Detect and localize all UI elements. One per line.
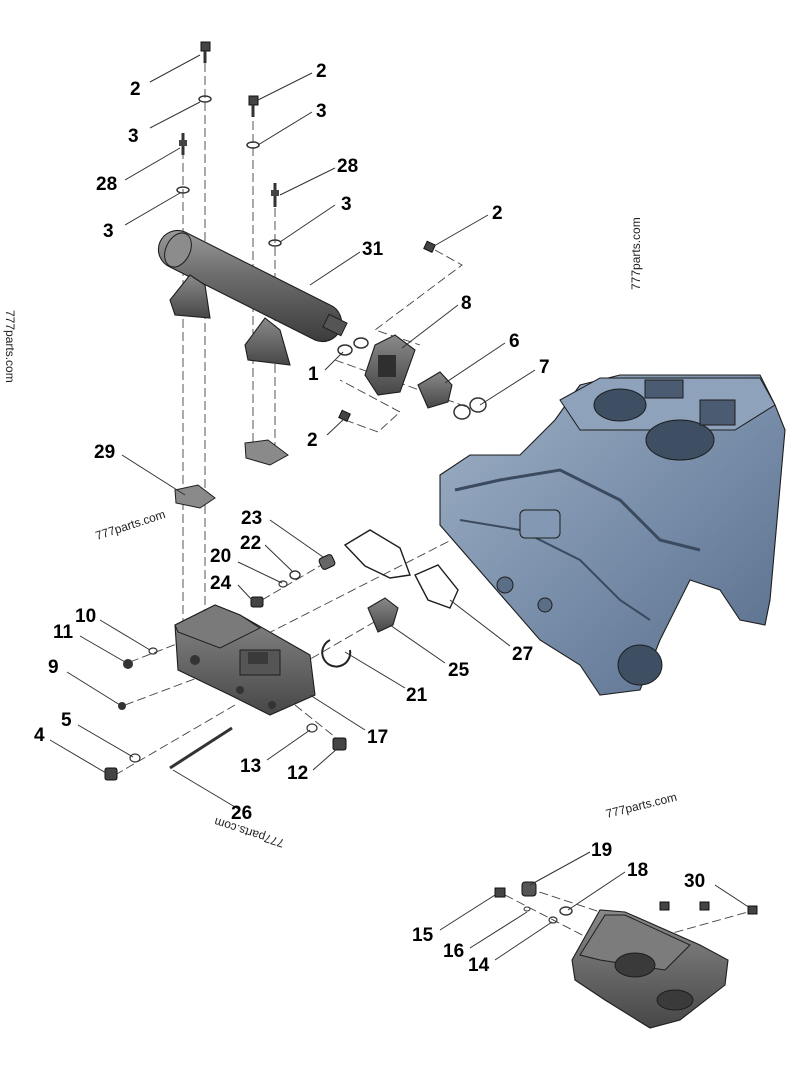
leader-lines — [49, 54, 751, 961]
label-part-25: 25 — [448, 660, 470, 681]
label-part-18: 18 — [627, 860, 648, 881]
gaskets-and-flanges — [174, 334, 487, 609]
watermark-text: 777parts.com — [629, 217, 643, 290]
label-part-13: 13 — [240, 756, 261, 777]
label-part-19: 19 — [591, 840, 612, 861]
label-part-8: 8 — [461, 293, 472, 314]
bolts-and-washers-top — [176, 41, 436, 422]
label-part-21: 21 — [406, 685, 428, 706]
label-part-5: 5 — [61, 710, 72, 731]
label-part-16: 16 — [443, 941, 464, 962]
label-part-9: 9 — [48, 657, 59, 678]
label-part-28: 28 — [337, 156, 358, 177]
watermark-text: 777parts.com — [94, 507, 167, 543]
label-part-3: 3 — [341, 194, 352, 215]
label-part-6: 6 — [509, 331, 520, 352]
label-part-17: 17 — [367, 727, 388, 748]
label-part-2: 2 — [492, 203, 503, 224]
label-part-10: 10 — [75, 606, 96, 627]
label-part-12: 12 — [287, 763, 308, 784]
label-part-3: 3 — [316, 101, 327, 122]
label-part-28: 28 — [96, 174, 117, 195]
watermark-text: 777parts.com — [3, 310, 17, 383]
label-part-3: 3 — [128, 126, 139, 147]
label-part-7: 7 — [539, 357, 550, 378]
label-part-27: 27 — [512, 644, 533, 665]
label-part-30: 30 — [684, 871, 705, 892]
bottom-housing-group — [494, 881, 758, 1029]
label-part-4: 4 — [34, 725, 45, 746]
part-number-labels: 2 3 28 3 2 3 28 3 2 31 8 1 6 7 2 29 23 2… — [34, 61, 705, 976]
label-part-1: 1 — [308, 364, 319, 385]
watermark-text: 777parts.com — [604, 790, 678, 821]
label-part-26: 26 — [231, 803, 252, 824]
label-part-11: 11 — [53, 622, 74, 643]
label-part-31: 31 — [362, 239, 384, 260]
label-part-22: 22 — [240, 533, 261, 554]
engine-block — [439, 374, 786, 696]
small-parts-middle — [104, 554, 399, 781]
label-part-3: 3 — [103, 221, 114, 242]
label-part-14: 14 — [468, 955, 490, 976]
oil-cooler-part-31 — [157, 229, 348, 366]
valve-housing-part-17 — [174, 604, 316, 716]
label-part-2: 2 — [130, 79, 141, 100]
label-part-15: 15 — [412, 925, 434, 946]
label-part-20: 20 — [210, 546, 231, 567]
label-part-2: 2 — [316, 61, 327, 82]
label-part-23: 23 — [241, 508, 262, 529]
label-part-2: 2 — [307, 430, 318, 451]
label-part-24: 24 — [210, 573, 232, 594]
label-part-29: 29 — [94, 442, 115, 463]
